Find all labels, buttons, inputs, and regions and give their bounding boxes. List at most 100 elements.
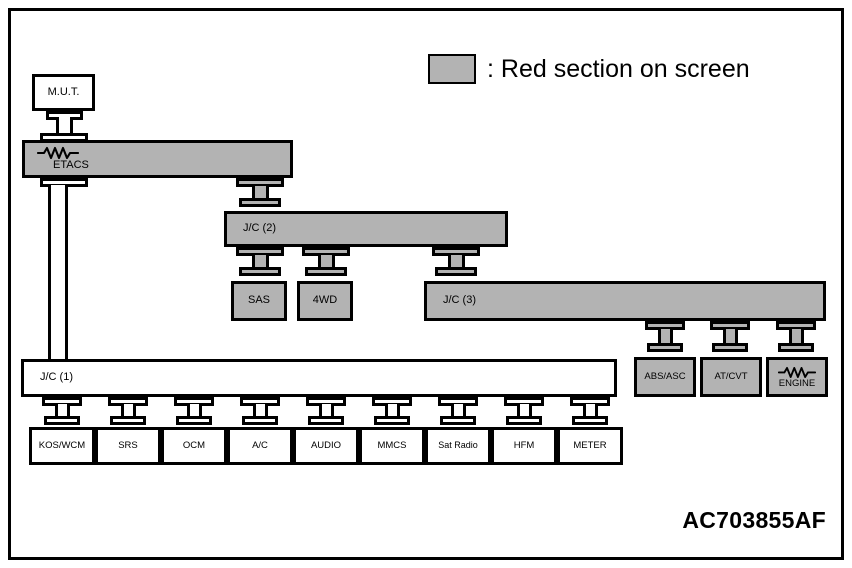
node-at-cvt-label: AT/CVT bbox=[714, 371, 748, 383]
connector-plate-bottom bbox=[44, 416, 80, 425]
node-engine-label: ENGINE bbox=[778, 377, 816, 389]
connector-plate-bottom bbox=[239, 198, 281, 207]
connector-jc3-atcvt bbox=[710, 321, 750, 357]
module-mmcs[interactable]: MMCS bbox=[359, 427, 425, 465]
connector-stem bbox=[56, 117, 73, 134]
connector-jc3-abs bbox=[645, 321, 685, 357]
node-jc1-label: J/C (1) bbox=[40, 371, 73, 384]
node-abs-asc-label: ABS/ASC bbox=[644, 371, 686, 383]
gray-swatch-icon bbox=[428, 54, 476, 84]
connector-plate-bottom bbox=[110, 416, 146, 425]
module-ac[interactable]: A/C bbox=[227, 427, 293, 465]
connector-stem bbox=[253, 404, 268, 418]
connector-plate-bottom bbox=[647, 343, 683, 352]
connector-plate-bottom bbox=[506, 416, 542, 425]
module-meter[interactable]: METER bbox=[557, 427, 623, 465]
node-etacs-content: ETACS bbox=[25, 146, 89, 172]
connector-etacs-jc2 bbox=[236, 178, 284, 212]
node-jc1[interactable]: J/C (1) bbox=[21, 359, 617, 397]
node-sas[interactable]: SAS bbox=[231, 281, 287, 321]
connector-jc1-module-7 bbox=[504, 397, 544, 429]
connector-jc1-module-1 bbox=[108, 397, 148, 429]
connector-mut-etacs bbox=[40, 111, 88, 142]
module-ocm[interactable]: OCM bbox=[161, 427, 227, 465]
connector-stem bbox=[318, 255, 335, 269]
module-label: HFM bbox=[513, 440, 535, 452]
legend-label: : Red section on screen bbox=[487, 54, 750, 83]
node-engine[interactable]: ENGINE bbox=[766, 357, 828, 397]
connector-stem bbox=[319, 404, 334, 418]
node-jc3-label: J/C (3) bbox=[443, 294, 476, 307]
connector-plate-top bbox=[302, 247, 350, 256]
connector-plate-top bbox=[710, 321, 750, 330]
connector-stem bbox=[723, 329, 738, 345]
cable-etacs-to-jc1 bbox=[48, 185, 68, 366]
connector-plate-bottom bbox=[305, 267, 347, 276]
module-label: A/C bbox=[252, 440, 268, 452]
module-label: Sat Radio bbox=[438, 440, 478, 451]
connector-plate-bottom bbox=[572, 416, 608, 425]
connector-plate-bottom bbox=[242, 416, 278, 425]
node-at-cvt[interactable]: AT/CVT bbox=[700, 357, 762, 397]
connector-stem bbox=[517, 404, 532, 418]
connector-jc1-module-5 bbox=[372, 397, 412, 429]
legend: : Red section on screen bbox=[428, 54, 750, 84]
connector-plate-bottom bbox=[239, 267, 281, 276]
connector-jc1-module-6 bbox=[438, 397, 478, 429]
node-jc2[interactable]: J/C (2) bbox=[224, 211, 508, 247]
connector-jc2-jc3 bbox=[432, 247, 480, 281]
module-sat-radio[interactable]: Sat Radio bbox=[425, 427, 491, 465]
node-etacs[interactable]: ETACS bbox=[22, 140, 293, 178]
connector-plate-top bbox=[776, 321, 816, 330]
connector-jc1-module-4 bbox=[306, 397, 346, 429]
connector-stem bbox=[658, 329, 673, 345]
connector-plate-bottom bbox=[712, 343, 748, 352]
connector-jc2-4wd bbox=[302, 247, 350, 281]
node-engine-content: ENGINE bbox=[778, 366, 816, 389]
connector-jc3-engine bbox=[776, 321, 816, 357]
connector-plate-bottom bbox=[778, 343, 814, 352]
node-abs-asc[interactable]: ABS/ASC bbox=[634, 357, 696, 397]
connector-jc1-module-3 bbox=[240, 397, 280, 429]
node-sas-label: SAS bbox=[247, 294, 270, 307]
connector-stem bbox=[252, 255, 269, 269]
connector-plate-top bbox=[645, 321, 685, 330]
connector-stem bbox=[789, 329, 804, 345]
module-label: KOS/WCM bbox=[38, 440, 86, 452]
module-srs[interactable]: SRS bbox=[95, 427, 161, 465]
node-4wd-label: 4WD bbox=[312, 294, 338, 307]
connector-stem bbox=[55, 404, 70, 418]
connector-stem bbox=[583, 404, 598, 418]
connector-jc2-sas bbox=[236, 247, 284, 281]
node-4wd[interactable]: 4WD bbox=[297, 281, 353, 321]
connector-plate-top bbox=[236, 247, 284, 256]
module-label: SRS bbox=[118, 440, 138, 452]
connector-plate-bottom bbox=[176, 416, 212, 425]
resistor-squiggle-icon bbox=[778, 366, 816, 378]
module-label: METER bbox=[573, 440, 607, 452]
node-mut[interactable]: M.U.T. bbox=[32, 74, 95, 111]
module-hfm[interactable]: HFM bbox=[491, 427, 557, 465]
connector-stem bbox=[187, 404, 202, 418]
connector-jc1-module-0 bbox=[42, 397, 82, 429]
connector-plate-bottom bbox=[374, 416, 410, 425]
module-audio[interactable]: AUDIO bbox=[293, 427, 359, 465]
node-jc3[interactable]: J/C (3) bbox=[424, 281, 826, 321]
connector-plate-bottom bbox=[440, 416, 476, 425]
module-label: AUDIO bbox=[310, 440, 342, 452]
connector-jc1-module-2 bbox=[174, 397, 214, 429]
module-label: MMCS bbox=[377, 440, 407, 452]
connector-plate-bottom bbox=[435, 267, 477, 276]
connector-plate-top bbox=[236, 178, 284, 187]
module-kos-wcm[interactable]: KOS/WCM bbox=[29, 427, 95, 465]
connector-stem bbox=[451, 404, 466, 418]
module-label: OCM bbox=[182, 440, 206, 452]
connector-stem bbox=[252, 186, 269, 200]
node-mut-label: M.U.T. bbox=[47, 85, 80, 98]
node-jc2-label: J/C (2) bbox=[243, 222, 276, 235]
connector-plate-top bbox=[432, 247, 480, 256]
diagram-code: AC703855AF bbox=[682, 507, 826, 533]
resistor-squiggle-icon bbox=[37, 147, 79, 160]
connector-stem bbox=[385, 404, 400, 418]
